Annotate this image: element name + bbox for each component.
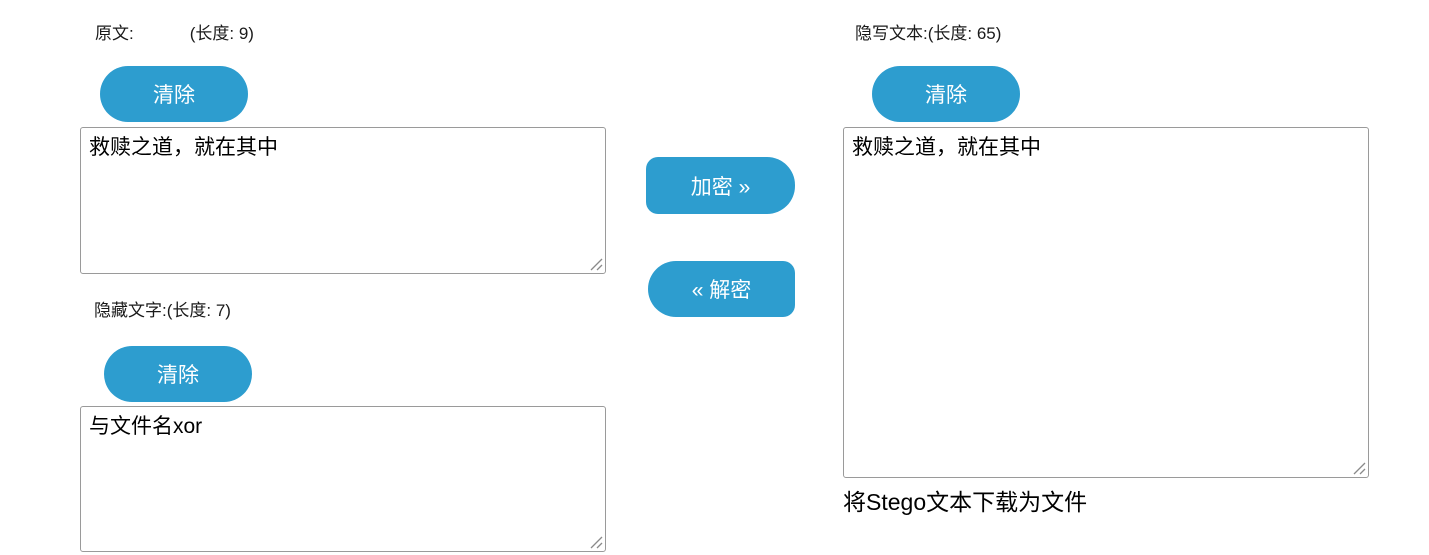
stego-text-input[interactable]: 救赎之道，就在其中 [843,127,1369,478]
hidden-text-label: 隐藏文字:(长度: 7) [94,301,231,321]
download-stego-link[interactable]: 将Stego文本下载为文件 [843,489,1088,515]
original-textarea-container: 救赎之道，就在其中 [80,127,606,274]
hidden-textarea-container: 与文件名xor [80,406,606,552]
clear-original-button[interactable]: 清除 [100,66,248,122]
hidden-label-title: 隐藏文字: [94,301,167,320]
original-length-counter: (长度: 9) [189,24,254,43]
resize-handle-icon[interactable] [1353,462,1366,475]
hidden-text-input[interactable]: 与文件名xor [80,406,606,552]
original-text-input[interactable]: 救赎之道，就在其中 [80,127,606,274]
resize-handle-icon[interactable] [590,536,603,549]
decrypt-button[interactable]: « 解密 [648,261,795,317]
clear-hidden-button[interactable]: 清除 [104,346,252,402]
stego-length-counter: (长度: 65) [927,24,1002,43]
hidden-length-counter: (长度: 7) [166,301,231,320]
stego-text-label: 隐写文本:(长度: 65) [855,24,1001,44]
stego-label-title: 隐写文本: [855,24,928,43]
clear-stego-button[interactable]: 清除 [872,66,1020,122]
resize-handle-icon[interactable] [590,258,603,271]
encrypt-button[interactable]: 加密 » [646,157,795,214]
stego-textarea-container: 救赎之道，就在其中 [843,127,1369,478]
original-label-title: 原文: [95,24,134,43]
original-text-label: 原文: (长度: 9) [95,24,254,44]
